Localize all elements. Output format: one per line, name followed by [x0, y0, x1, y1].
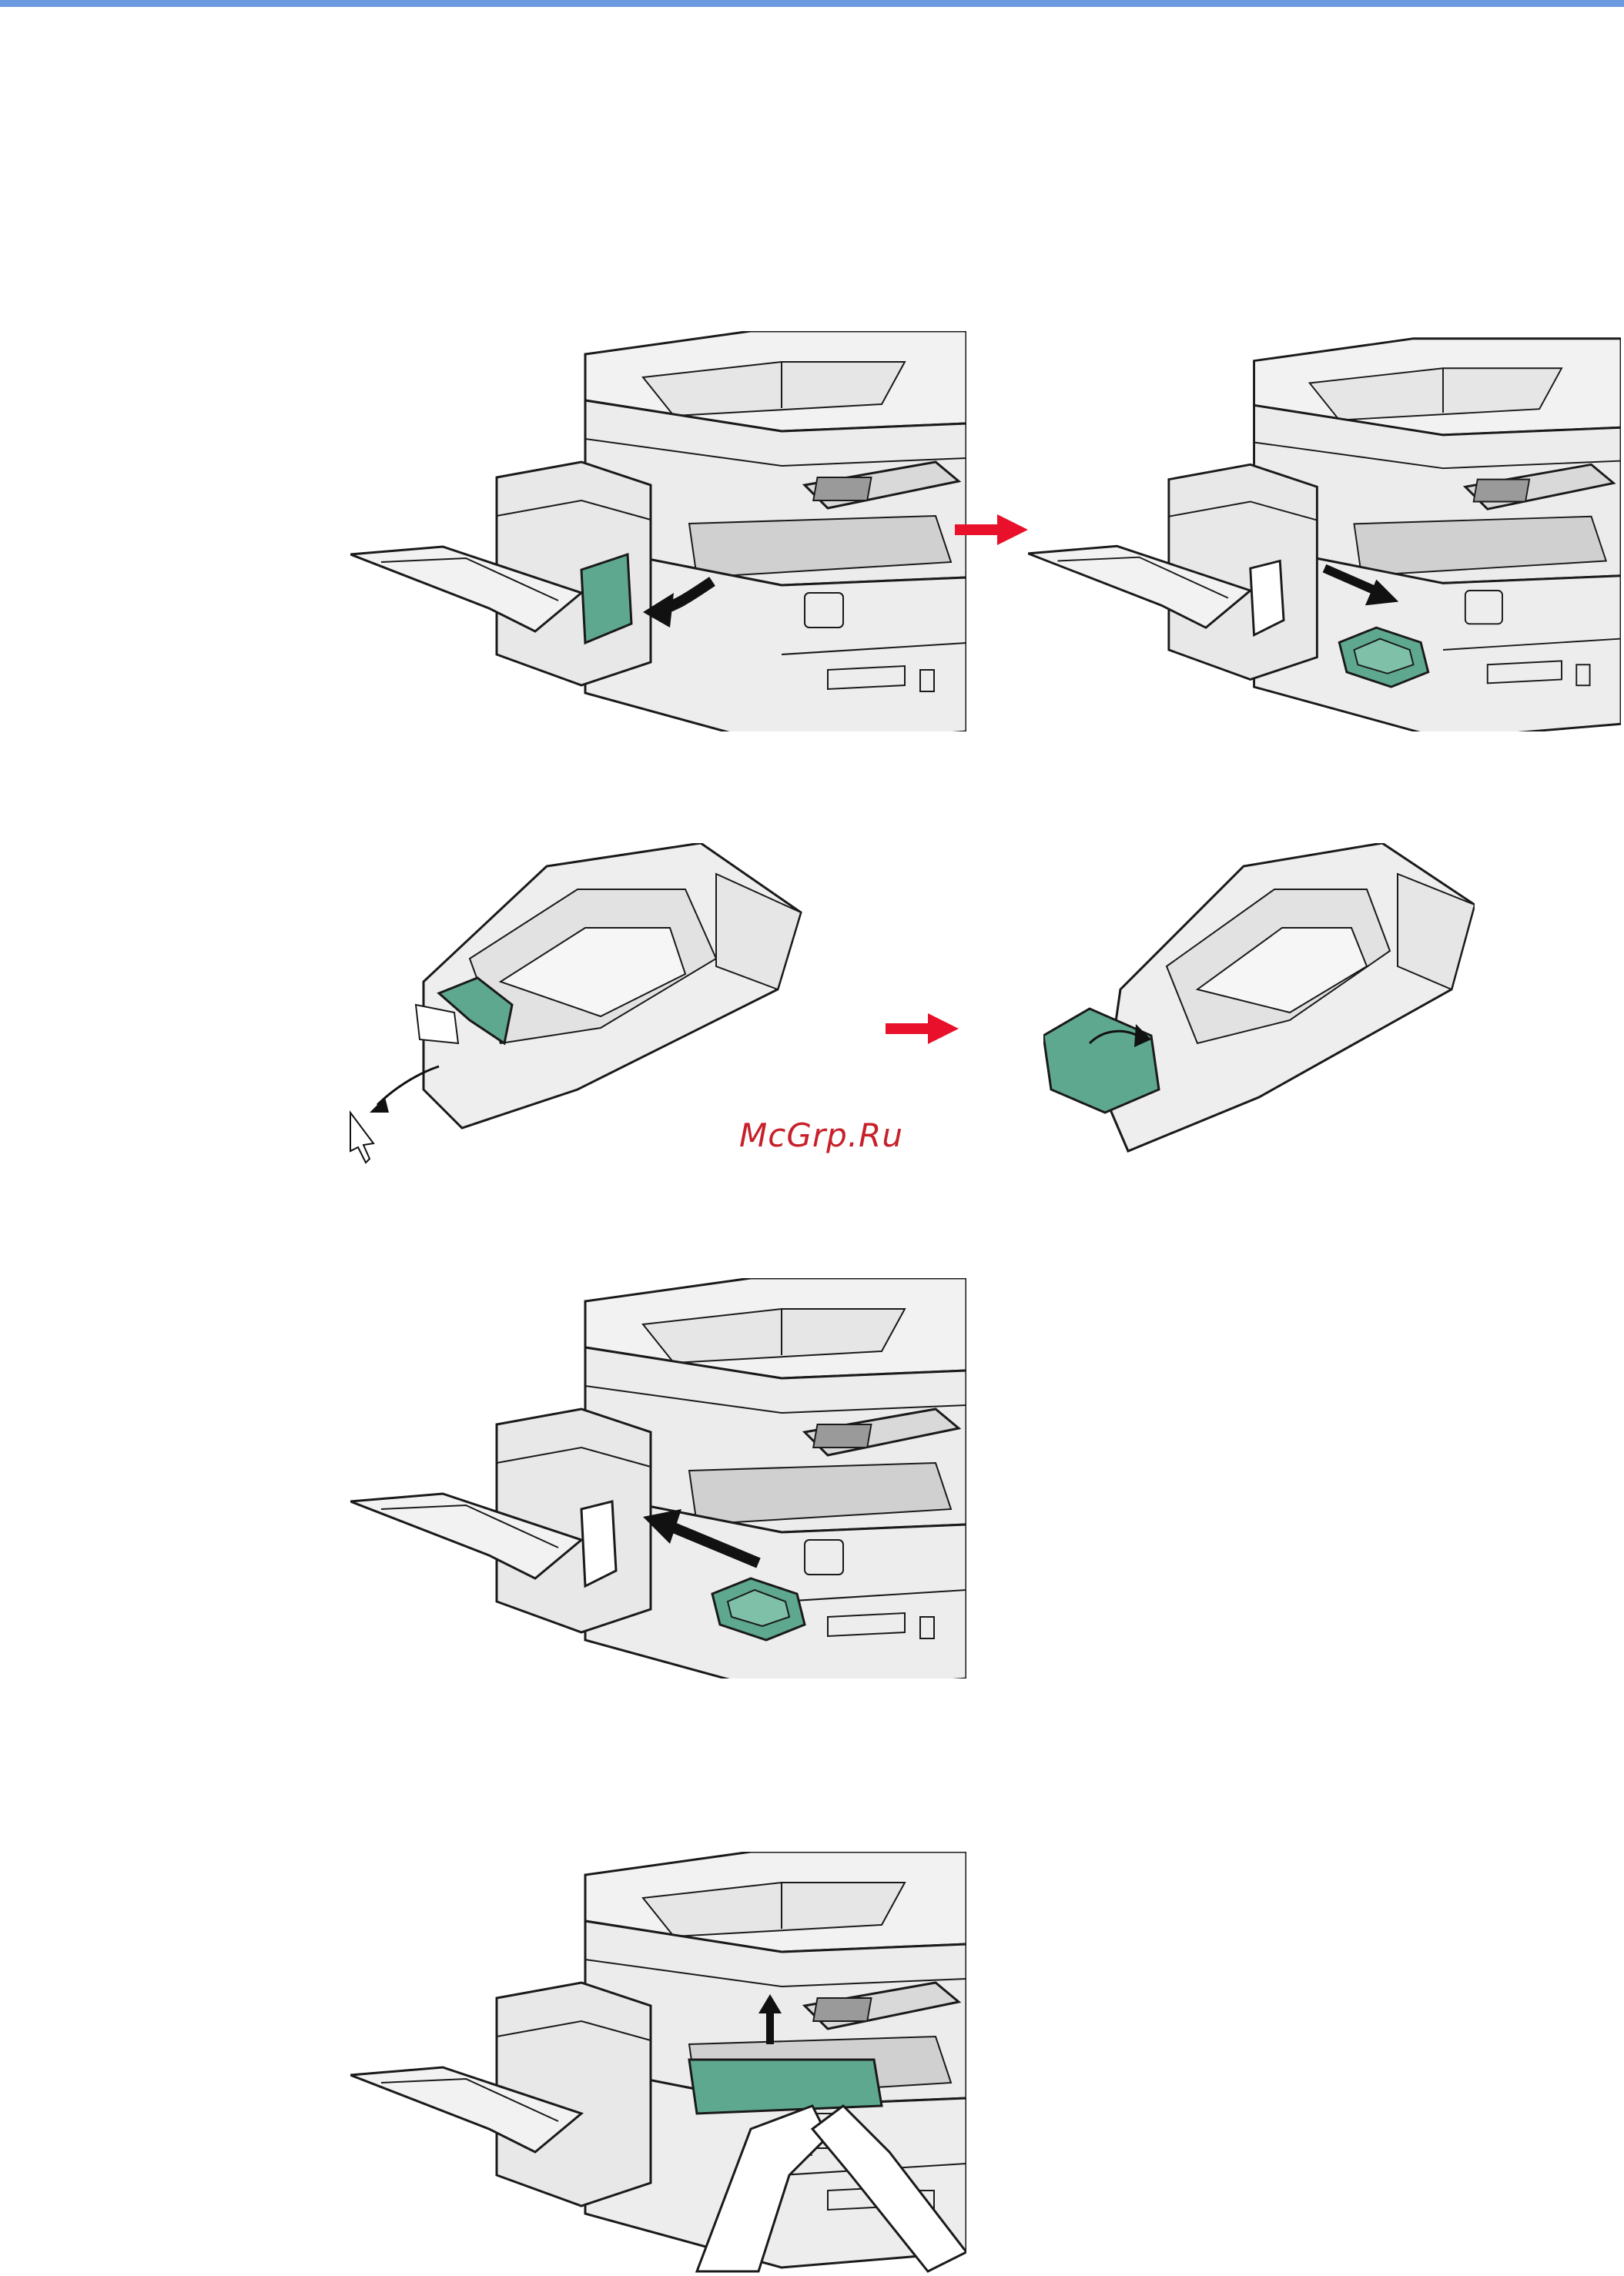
- copier-open-stapler-cover-icon: [350, 331, 966, 731]
- watermark-text: McGrp.Ru: [739, 1116, 903, 1154]
- page-top-bar: [0, 0, 1624, 7]
- step-remove-cartridge: [1028, 331, 1621, 731]
- step-close-cover: [350, 1852, 966, 2275]
- copier-hands-close-cover-icon: [350, 1852, 966, 2275]
- copier-pull-stapler-cartridge-icon: [1028, 331, 1621, 731]
- next-step-arrow-1: [955, 514, 1028, 545]
- next-step-arrow-2: [886, 1013, 959, 1044]
- cartridge-holder-close-icon: [1043, 843, 1475, 1174]
- copier-insert-cartridge-icon: [350, 1278, 966, 1679]
- step-insert-cartridge: [350, 1278, 966, 1679]
- pointer-cursor-icon: [350, 1113, 373, 1163]
- step-replace-case: [1043, 843, 1475, 1174]
- step-open-cover: [350, 331, 966, 731]
